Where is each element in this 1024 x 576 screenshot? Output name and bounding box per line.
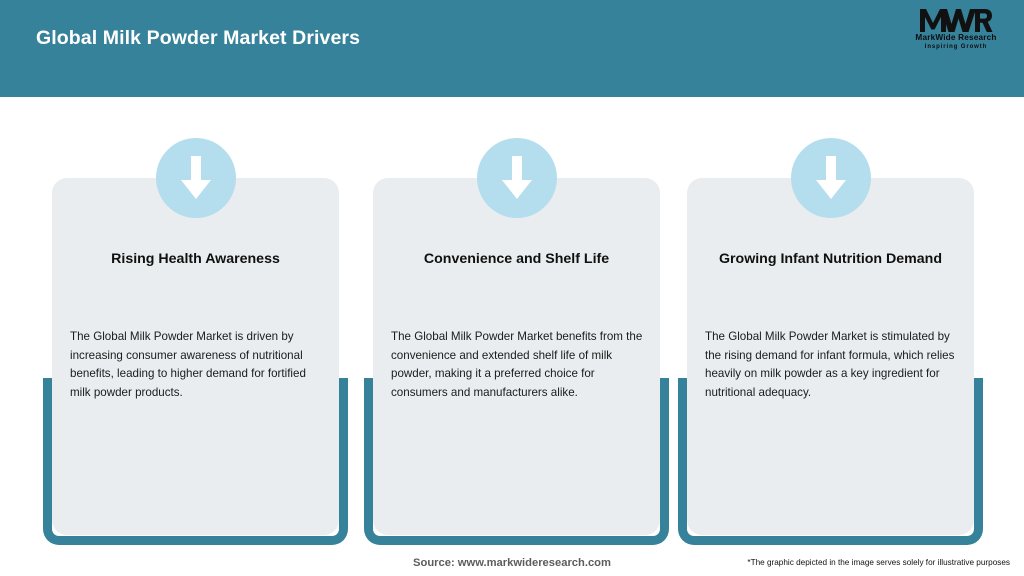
driver-card: Growing Infant Nutrition Demand The Glob…: [678, 138, 983, 545]
logo-company-name: MarkWide Research: [915, 33, 997, 42]
page-header: Global Milk Powder Market Drivers MarkWi…: [0, 0, 1024, 97]
card-title: Rising Health Awareness: [111, 251, 280, 267]
mwr-monogram-icon: [904, 8, 1008, 33]
card-accent-frame: [364, 378, 669, 545]
markwide-research-logo: MarkWide Research Inspiring Growth: [904, 8, 1008, 50]
card-title: Growing Infant Nutrition Demand: [718, 251, 943, 267]
card-description: The Global Milk Powder Market is driven …: [70, 330, 306, 399]
card-accent-frame: [678, 378, 983, 545]
illustrative-disclaimer: *The graphic depicted in the image serve…: [747, 558, 1010, 567]
driver-card: Convenience and Shelf Life The Global Mi…: [364, 138, 669, 545]
card-surface: [52, 178, 339, 535]
card-surface: [373, 178, 660, 535]
source-attribution: Source: www.markwideresearch.com: [413, 557, 611, 569]
card-title: Convenience and Shelf Life: [423, 251, 610, 267]
down-arrow-icon: [155, 138, 236, 218]
page-title: Global Milk Powder Market Drivers: [36, 27, 361, 49]
logo-tagline: Inspiring Growth: [924, 43, 988, 50]
card-description: The Global Milk Powder Market benefits f…: [391, 330, 643, 399]
card-surface: [687, 178, 974, 535]
card-accent-frame: [43, 378, 348, 545]
down-arrow-icon: [476, 138, 557, 218]
driver-card: Rising Health Awareness The Global Milk …: [43, 138, 348, 545]
down-arrow-icon: [790, 138, 871, 218]
card-description: The Global Milk Powder Market is stimula…: [705, 330, 955, 399]
